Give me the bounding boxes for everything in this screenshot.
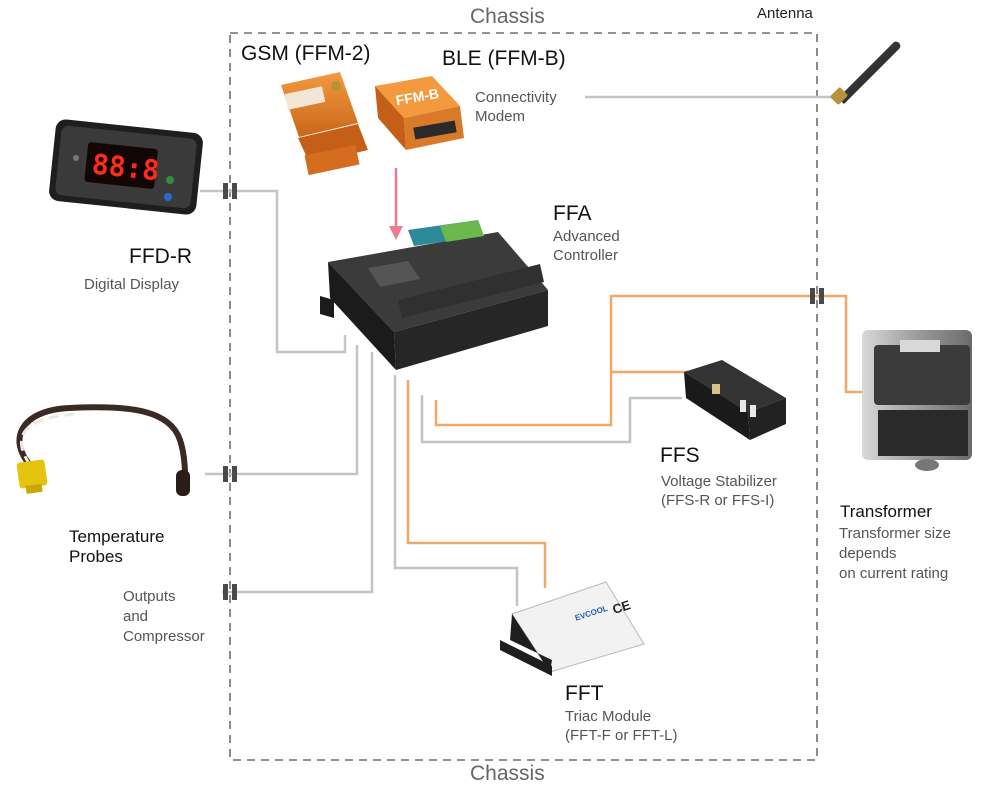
connector-outputs [232,584,237,600]
ffs-title: FFS [660,444,700,467]
ffs-stabilizer-image [684,360,786,440]
ffa-subtitle-line: Controller [553,247,619,264]
probes-title-line: Temperature [69,527,165,546]
transformer-image [862,330,972,471]
connector-probes [232,466,237,482]
ffa-controller-image [320,220,548,370]
orange-wires [406,294,862,588]
transformer-title: Transformer [840,502,932,521]
connector-outputs [223,584,228,600]
antenna-image [830,41,901,105]
ffs-subtitle-line: (FFS-R or FFS-I) [661,492,775,509]
connector-display [232,183,237,199]
ffs-subtitle-line: Voltage Stabilizer [661,473,777,490]
ffa-subtitle: Advanced Controller [553,227,620,265]
outputs-label: Outputs and Compressor [123,587,205,647]
temperature-probe-image [16,404,190,496]
transformer-subtitle-line: depends [839,545,897,562]
chassis-bottom-label: Chassis [470,762,545,785]
transformer-subtitle-line: on current rating [839,565,949,582]
wire-fft-orange [406,380,547,588]
gray-wires [200,95,837,606]
probes-title: Temperature Probes [69,527,164,567]
gsm-modem-title: GSM (FFM-2) [241,42,371,65]
ffd-r-subtitle: Digital Display [84,276,180,293]
connector-transformer [819,288,824,304]
antenna-label: Antenna [757,5,813,22]
wire-ffs-gray [420,395,682,444]
gsm-modem-image [281,72,368,176]
transformer-subtitle-line: Transformer size [839,525,951,542]
wire-fft-gray [393,375,519,606]
outputs-label-line: Outputs [123,588,176,605]
fft-triac-image: EVCOOL CE [500,581,645,676]
ble-device-label: FFM-B [394,85,440,108]
probes-title-line: Probes [69,547,123,566]
display-readout: 88:8 [90,148,161,188]
connector-transformer [810,288,815,304]
ffs-subtitle: Voltage Stabilizer (FFS-R or FFS-I) [661,472,777,510]
transformer-subtitle: Transformer size depends on current rati… [839,524,951,584]
caption-line: Modem [475,108,526,125]
wire-ffs-orange [434,294,862,427]
fft-subtitle: Triac Module (FFT-F or FFT-L) [565,707,677,745]
connector-probes [223,466,228,482]
fft-ce-mark: CE [611,597,633,617]
chassis-top-label: Chassis [470,5,545,28]
wire-outputs [222,352,374,594]
connectivity-modem-caption: Connectivity Modem [475,88,557,126]
ffd-r-title: FFD-R [129,245,192,268]
ble-modem-title: BLE (FFM-B) [442,47,566,70]
ffa-title: FFA [553,202,592,225]
ffd-r-display-image: 88:8 [49,119,203,215]
fft-subtitle-line: (FFT-F or FFT-L) [565,727,678,744]
caption-line: Connectivity [475,89,557,106]
fft-subtitle-line: Triac Module [565,708,652,725]
outputs-label-line: and [123,608,149,625]
ffa-subtitle-line: Advanced [553,228,620,245]
modem-to-controller-arrow [389,168,403,240]
chassis-connectors [223,183,824,600]
wire-display [200,189,347,354]
connector-display [223,183,228,199]
ble-modem-image: FFM-B [375,76,464,150]
wire-probes [205,345,359,476]
outputs-label-line: Compressor [123,628,205,645]
fft-title: FFT [565,682,604,705]
